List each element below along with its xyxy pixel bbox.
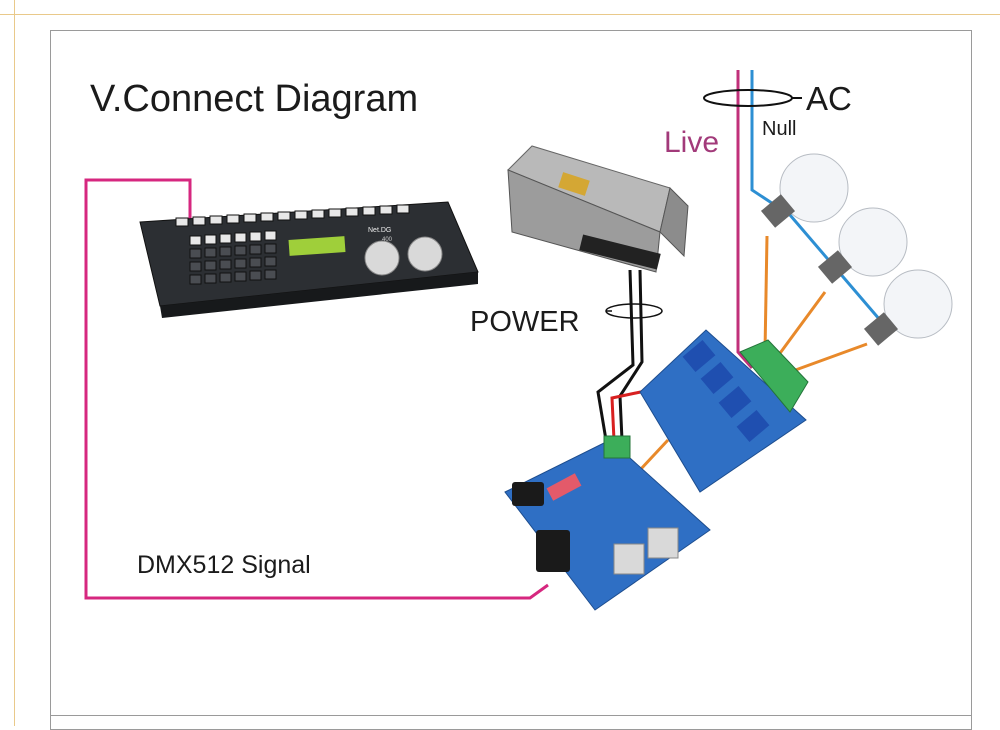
relay-1 [682, 339, 716, 373]
console-key [219, 246, 232, 257]
console-key [204, 234, 217, 245]
ac-label: AC [806, 80, 852, 117]
console-key [219, 259, 232, 270]
dmx-console: Net.DG 400 [139, 201, 479, 318]
load-wire-2 [773, 291, 827, 361]
console-top-key [311, 209, 325, 219]
bulb-2 [817, 207, 908, 284]
dmx-decoder-board [504, 435, 711, 611]
dip-switch [546, 473, 582, 501]
power-wire-black-2 [618, 269, 644, 441]
console-top-key [243, 213, 257, 223]
load-wire-3 [789, 342, 868, 374]
dmx-signal-wire [84, 178, 549, 600]
panel-divider [50, 715, 972, 716]
console-key [249, 244, 262, 255]
console-lcd [288, 236, 346, 256]
bulb-3 [863, 269, 953, 346]
ac-cable-ring [703, 89, 793, 107]
console-top-key [209, 215, 223, 225]
console-top-key [192, 216, 206, 226]
xlr-connector-2 [536, 530, 570, 572]
dmx-signal-label: DMX512 Signal [137, 551, 311, 579]
console-top-key [277, 211, 291, 221]
bulb-1 [760, 153, 849, 228]
power-cable-ring [605, 303, 663, 319]
console-top-key [379, 205, 393, 215]
console-key [234, 245, 247, 256]
relay-3 [718, 385, 752, 419]
console-wheel-left [364, 240, 400, 276]
rj45-port-1 [613, 543, 645, 575]
console-key [249, 231, 262, 242]
decoder-terminal [603, 435, 631, 459]
console-top-key [175, 217, 189, 227]
console-key [189, 274, 202, 285]
console-key [264, 269, 277, 280]
power-wire-black-1 [596, 269, 635, 450]
diagram-title: V.Connect Diagram [90, 78, 419, 120]
xlr-connector-1 [512, 482, 544, 506]
psu-label [558, 172, 590, 196]
page-frame-top [0, 0, 1000, 15]
live-wire [736, 70, 754, 369]
console-key [219, 233, 232, 244]
console-wheel-right [407, 236, 443, 272]
console-key [189, 261, 202, 272]
load-wire-1 [763, 235, 769, 353]
console-top-key [260, 212, 274, 222]
console-keys [175, 204, 410, 285]
console-top-key [345, 207, 359, 217]
power-label: POWER [470, 306, 580, 338]
null-label: Null [762, 118, 797, 140]
console-key [249, 270, 262, 281]
console-key [189, 248, 202, 259]
console-key [204, 273, 217, 284]
rj45-port-2 [647, 527, 679, 559]
board-link-wire [638, 438, 670, 472]
console-key [264, 243, 277, 254]
relay-board [639, 329, 809, 493]
console-key [234, 271, 247, 282]
console-key [264, 230, 277, 241]
relay-2 [700, 361, 734, 395]
console-key [264, 256, 277, 267]
psu-terminal [579, 234, 661, 270]
relay-4 [736, 409, 770, 443]
console-key [219, 272, 232, 283]
console-top-key [328, 208, 342, 218]
console-model: 400 [382, 237, 393, 243]
live-label: Live [664, 126, 720, 159]
console-top-key [294, 210, 308, 220]
power-supply [507, 145, 689, 273]
page-frame-left [14, 0, 15, 726]
console-key [204, 247, 217, 258]
console-top-key [396, 204, 410, 214]
relay-terminal-block [739, 339, 809, 413]
console-key [234, 232, 247, 243]
console-key [249, 257, 262, 268]
console-brand: Net.DG [368, 227, 391, 234]
console-key [204, 260, 217, 271]
console-top-key [226, 214, 240, 224]
console-top-key [362, 206, 376, 216]
console-key [234, 258, 247, 269]
console-key [189, 235, 202, 246]
